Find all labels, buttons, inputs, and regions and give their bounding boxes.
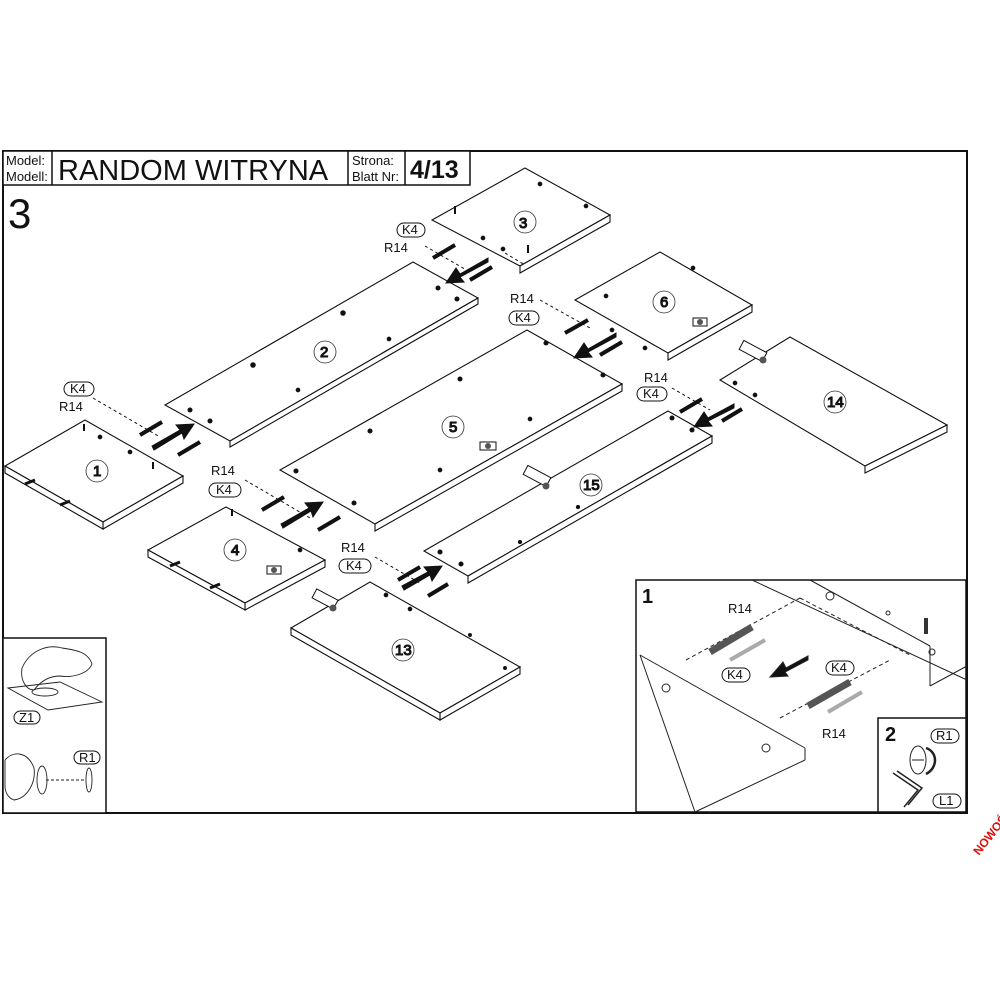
arrow-icon xyxy=(401,565,443,591)
tag-k4 xyxy=(508,310,540,326)
arrow-icon xyxy=(768,655,809,678)
svg-text:15: 15 xyxy=(583,477,600,494)
svg-text:K4: K4 xyxy=(346,558,362,573)
svg-text:R14: R14 xyxy=(510,291,534,306)
panel-13: 13 xyxy=(289,581,522,721)
inset-tags: R14 K4 K4 R14 xyxy=(721,601,855,741)
panel-14: 14 xyxy=(718,336,949,474)
svg-text:13: 13 xyxy=(395,642,412,659)
panel-4: 4 xyxy=(146,506,327,611)
dowel-group xyxy=(661,591,936,753)
inset-step-number: 1 xyxy=(642,586,653,608)
connector-2-3 xyxy=(424,243,526,284)
svg-text:R14: R14 xyxy=(822,726,846,741)
step-number: 3 xyxy=(8,190,31,237)
connector-13-15 xyxy=(374,556,450,598)
svg-text:K4: K4 xyxy=(643,386,659,401)
svg-text:R14: R14 xyxy=(644,370,668,385)
arrow-icon xyxy=(693,403,735,428)
connectors xyxy=(92,243,744,598)
svg-text:3: 3 xyxy=(519,215,527,232)
page-number: 4/13 xyxy=(410,156,459,184)
svg-text:R14: R14 xyxy=(59,399,83,414)
tag-k4 xyxy=(396,222,426,238)
inset-tool: 2 R1 L1 xyxy=(877,717,967,813)
title-block: Model: Modell: RANDOM WITRYNA Strona: Bl… xyxy=(2,150,471,187)
model-name: RANDOM WITRYNA xyxy=(58,155,329,187)
svg-text:14: 14 xyxy=(827,394,844,411)
svg-text:K4: K4 xyxy=(831,660,847,675)
svg-text:K4: K4 xyxy=(70,381,86,396)
tag-r1 xyxy=(930,728,960,744)
svg-text:R14: R14 xyxy=(341,540,365,555)
tag-r1 xyxy=(73,750,101,765)
part-tags: K4 R14 R14 K4 R14 K4 K4 R14 R14 K4 R14 K… xyxy=(59,222,668,574)
arrow-icon xyxy=(280,501,324,529)
arrow-icon xyxy=(573,332,617,359)
exploded-view: 3 2 1 xyxy=(3,167,949,721)
connector-1-2 xyxy=(92,397,202,457)
svg-text:2: 2 xyxy=(320,344,328,361)
svg-text:L1: L1 xyxy=(939,793,953,808)
svg-text:R14: R14 xyxy=(384,240,408,255)
svg-text:4: 4 xyxy=(231,542,239,559)
inset-step-number: 2 xyxy=(885,724,896,746)
connector-15-14 xyxy=(671,387,744,428)
panel-2: 2 xyxy=(163,261,480,448)
tag-k4 xyxy=(338,558,372,574)
cam-lock-icon xyxy=(909,745,937,776)
panel-6: 6 xyxy=(573,251,754,361)
svg-text:K4: K4 xyxy=(402,222,418,237)
svg-text:1: 1 xyxy=(93,463,101,480)
tag-k4 xyxy=(636,386,668,402)
svg-text:K4: K4 xyxy=(515,310,531,325)
knob-icon xyxy=(4,753,93,801)
new-stamp: NOWOŚĆ xyxy=(970,805,1000,858)
svg-text:K4: K4 xyxy=(216,482,232,497)
tag-k4 xyxy=(208,482,242,498)
panel-15: 15 xyxy=(422,410,714,584)
model-label: Model: xyxy=(6,153,45,168)
pad-sheet xyxy=(6,681,104,711)
page-label: Strona: xyxy=(352,153,394,168)
tag-l1 xyxy=(932,793,962,809)
svg-text:R14: R14 xyxy=(728,601,752,616)
modell-label: Modell: xyxy=(6,169,48,184)
panel-3: 3 xyxy=(430,167,612,274)
connector-4-5 xyxy=(244,479,342,532)
panel-1: 1 xyxy=(3,419,185,530)
tag-k4 xyxy=(63,381,95,397)
connector-5-6 xyxy=(539,299,624,359)
arrow-icon xyxy=(151,423,195,451)
svg-text:6: 6 xyxy=(660,294,668,311)
hand-icon xyxy=(21,646,93,697)
tag-z1 xyxy=(13,710,41,725)
inset-hardware: Z1 R1 xyxy=(2,637,107,814)
blatt-label: Blatt Nr: xyxy=(352,169,399,184)
svg-text:R1: R1 xyxy=(79,750,96,765)
svg-text:Z1: Z1 xyxy=(19,710,34,725)
svg-text:R14: R14 xyxy=(211,463,235,478)
svg-text:R1: R1 xyxy=(936,728,953,743)
arrow-icon xyxy=(445,257,489,284)
hex-key-icon xyxy=(892,770,924,808)
svg-text:5: 5 xyxy=(449,419,457,436)
page-frame xyxy=(2,150,968,814)
svg-text:K4: K4 xyxy=(727,667,743,682)
panel-5: 5 xyxy=(278,329,624,532)
